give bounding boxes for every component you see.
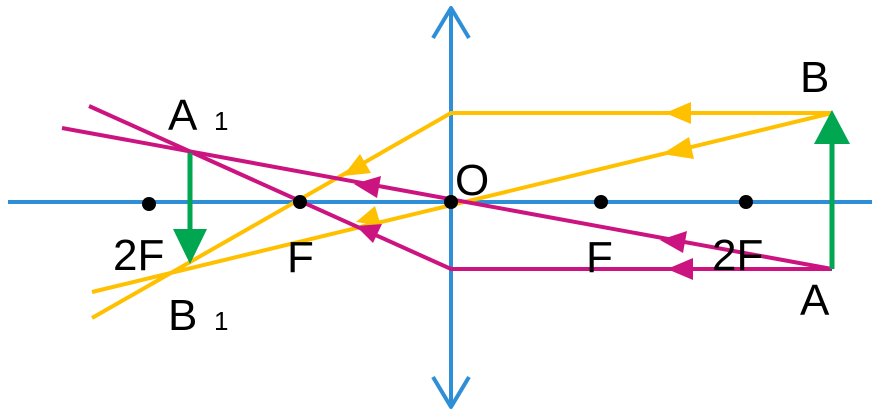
magenta-arrowhead-1 <box>667 258 693 280</box>
lens-bottom-arrowhead <box>431 375 471 409</box>
yellow-arrowhead-3 <box>343 154 371 176</box>
point-F-right <box>594 195 608 209</box>
label-F-right: F <box>586 233 613 282</box>
lens-top-arrowhead <box>431 6 471 40</box>
label-B1-subscript: 1 <box>214 306 228 336</box>
yellow-arrowhead-1 <box>665 102 691 124</box>
magenta-arrowhead-2 <box>660 231 687 253</box>
magenta-arrowhead-3 <box>354 176 381 198</box>
yellow-arrowhead-2 <box>662 137 694 159</box>
image-arrowhead <box>173 229 207 264</box>
point-F-left <box>293 195 307 209</box>
label-2F-left: 2F <box>113 231 164 280</box>
label-A: A <box>800 276 830 325</box>
label-A1-subscript: 1 <box>214 106 228 136</box>
label-A1: A <box>168 91 198 140</box>
point-2F-right <box>739 195 753 209</box>
point-2F-left <box>142 197 156 211</box>
label-F-left: F <box>287 233 314 282</box>
object-arrowhead <box>814 110 850 144</box>
ray-parallel-from-A <box>88 104 832 271</box>
label-B1: B <box>168 291 197 340</box>
point-O <box>444 195 458 209</box>
label-O: O <box>455 156 489 205</box>
label-B: B <box>800 53 829 102</box>
label-2F-right: 2F <box>712 231 763 280</box>
yellow-arrowhead-4 <box>356 206 381 226</box>
ray-parallel-from-B <box>91 111 832 320</box>
magenta-arrowhead-4 <box>356 224 382 243</box>
